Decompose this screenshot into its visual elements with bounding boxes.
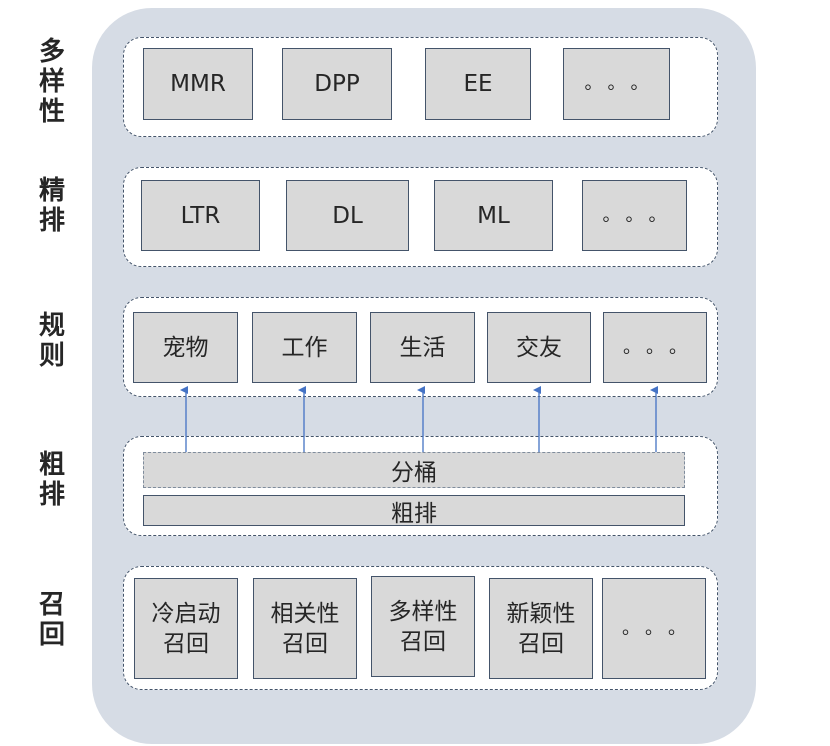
box-diversity-recall: 多样性召回 xyxy=(371,576,475,677)
box-pets: 宠物 xyxy=(133,312,238,383)
label-char: 粗 xyxy=(38,450,65,480)
layer-label-coarse-rank: 粗 排 xyxy=(14,450,90,510)
box-more: 。。。 xyxy=(602,578,706,679)
label-char: 性 xyxy=(38,97,65,127)
box-ltr: LTR xyxy=(141,180,260,251)
label-char: 多 xyxy=(38,37,65,67)
label-char: 规 xyxy=(38,311,65,341)
label-char: 样 xyxy=(38,67,65,97)
layer-label-diversity: 多 样 性 xyxy=(14,37,90,127)
box-work: 工作 xyxy=(252,312,357,383)
box-friends: 交友 xyxy=(487,312,591,383)
box-mmr: MMR xyxy=(143,48,253,120)
box-more: 。。。 xyxy=(582,180,687,251)
box-ee: EE xyxy=(425,48,531,120)
label-char: 则 xyxy=(38,341,65,371)
box-novelty-recall: 新颖性召回 xyxy=(489,578,593,679)
box-life: 生活 xyxy=(370,312,475,383)
label-char: 精 xyxy=(38,176,65,206)
layer-label-fine-rank: 精 排 xyxy=(14,176,90,236)
box-dl: DL xyxy=(286,180,409,251)
layer-label-rules: 规 则 xyxy=(14,311,90,371)
label-char: 召 xyxy=(38,590,65,620)
box-more: 。。。 xyxy=(563,48,670,120)
box-more: 。。。 xyxy=(603,312,707,383)
box-relevance-recall: 相关性召回 xyxy=(253,578,357,679)
box-dpp: DPP xyxy=(282,48,392,120)
box-ml: ML xyxy=(434,180,553,251)
label-char: 排 xyxy=(38,206,65,236)
bar-coarse-rank: 粗排 xyxy=(143,495,685,527)
box-cold-start-recall: 冷启动召回 xyxy=(134,578,238,679)
label-char: 回 xyxy=(38,620,65,650)
layer-label-recall: 召 回 xyxy=(14,590,90,650)
bar-bucketing: 分桶 xyxy=(143,452,685,488)
label-char: 排 xyxy=(38,480,65,510)
